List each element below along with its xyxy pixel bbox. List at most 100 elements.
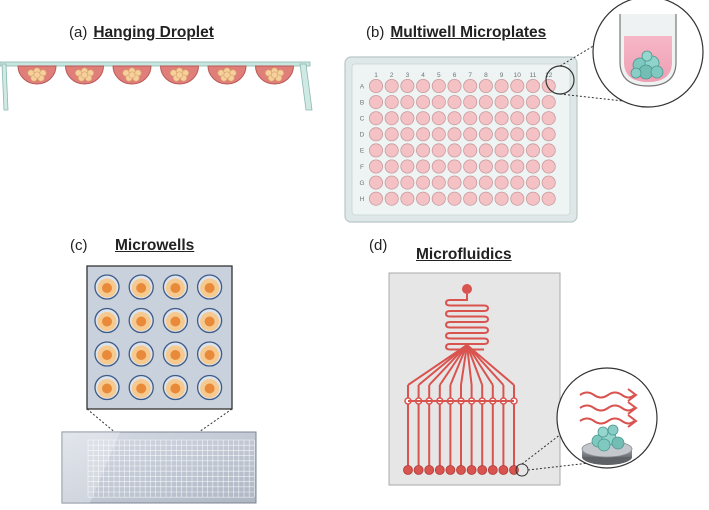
plate-well	[431, 95, 446, 110]
branch-channel	[449, 344, 468, 386]
plate-well	[541, 175, 556, 190]
microwell	[128, 341, 154, 367]
panel-b-label: (b) Multiwell Microplates	[366, 24, 546, 42]
branch-channel	[407, 344, 468, 386]
panel-a-label: (a)Hanging Droplet	[69, 24, 214, 42]
plate-row-label: E	[360, 148, 365, 155]
branch-channel	[466, 344, 484, 386]
spheroid-in-well	[630, 50, 664, 80]
hanging-droplet	[159, 65, 200, 85]
plate-well	[368, 79, 383, 94]
panel-d-title-wrap: Microfluidics	[416, 246, 512, 264]
plate-well	[463, 95, 478, 110]
plate-column-label: 11	[530, 72, 537, 79]
plate-well	[478, 95, 493, 110]
plate-column-label: 6	[453, 72, 457, 79]
plate-well	[541, 79, 556, 94]
plate-well	[431, 143, 446, 158]
plate-well	[368, 191, 383, 206]
plate-well	[494, 95, 509, 110]
plate-well	[463, 111, 478, 126]
branch-channel	[466, 344, 494, 386]
branch-channel	[466, 344, 505, 386]
plate-well	[384, 175, 399, 190]
plate-well	[541, 159, 556, 174]
plate-well	[416, 111, 431, 126]
microwell	[196, 307, 223, 334]
plate-well	[526, 127, 541, 142]
outlet-chamber	[477, 465, 488, 475]
flow-arrows	[579, 388, 638, 428]
panel-d-title: Microfluidics	[416, 246, 512, 263]
panel-d-letter: (d)	[369, 237, 388, 254]
plate-row-label: F	[360, 164, 364, 171]
droplet-support-plate	[0, 61, 311, 67]
plate-well	[416, 95, 431, 110]
microwell-spheroid	[102, 350, 112, 360]
microwell-spheroid	[204, 283, 215, 293]
plate-well	[494, 111, 509, 126]
plate-well	[447, 159, 462, 174]
droplet-cell	[270, 71, 278, 79]
plate-well	[541, 95, 556, 110]
plate-well	[526, 79, 541, 94]
outlet-chamber	[424, 465, 435, 475]
plate-well	[463, 159, 478, 174]
microwell-spheroid	[136, 350, 147, 360]
plate-well	[431, 127, 446, 142]
microwell-spheroid	[136, 383, 147, 394]
plate-well	[494, 79, 509, 94]
plate-well	[447, 143, 462, 158]
microwell-spheroid	[136, 316, 147, 327]
hanging-droplet	[64, 65, 105, 85]
plate-column-label: 3	[406, 72, 410, 79]
plate-well	[400, 159, 415, 174]
droplet-cell	[81, 71, 89, 79]
panel-c-title-wrap: Microwells	[115, 237, 194, 255]
plate-column-label: 8	[484, 72, 488, 79]
plate-well	[510, 143, 525, 158]
microfluidics-panel	[388, 272, 658, 486]
plate-well	[368, 175, 383, 190]
plate-well	[416, 175, 431, 190]
plate-well	[416, 159, 431, 174]
hanging-droplet	[207, 65, 247, 85]
plate-well	[447, 79, 462, 94]
left-plate-leg	[1, 63, 9, 111]
outlet-chamber	[403, 465, 413, 475]
plate-well	[368, 111, 383, 126]
outlet-chamber	[434, 465, 445, 475]
plate-well	[526, 175, 541, 190]
plate-column-label: 9	[500, 72, 504, 79]
panel-a-letter: (a)	[69, 24, 88, 41]
droplet-cell	[223, 71, 231, 79]
inlet-port	[462, 284, 472, 294]
plate-well	[526, 143, 541, 158]
plate-well	[447, 127, 462, 142]
plate-well	[463, 79, 478, 94]
microwell-spheroid	[204, 350, 215, 360]
plate-well	[463, 127, 478, 142]
panel-b-title: Multiwell Microplates	[390, 24, 547, 41]
plate-well	[510, 175, 525, 190]
plate-well	[384, 95, 399, 110]
droplet-cell	[33, 71, 41, 79]
plate-well	[526, 111, 541, 126]
plate-column-label: 4	[421, 72, 425, 79]
droplet-cell	[176, 71, 184, 79]
plate-well	[447, 111, 462, 126]
panel-b-letter: (b)	[366, 24, 385, 41]
microwell	[196, 274, 223, 300]
plate-row-label: H	[360, 196, 365, 203]
plate-well	[478, 127, 493, 142]
micro-zoom-line-top	[521, 423, 575, 465]
panel-d-label: (d)	[369, 237, 393, 254]
microwell	[128, 274, 154, 300]
microwell	[94, 374, 120, 401]
plate-well	[384, 111, 399, 126]
microwell-spheroid	[204, 383, 215, 394]
plate-well	[478, 79, 493, 94]
plate-well	[431, 111, 446, 126]
